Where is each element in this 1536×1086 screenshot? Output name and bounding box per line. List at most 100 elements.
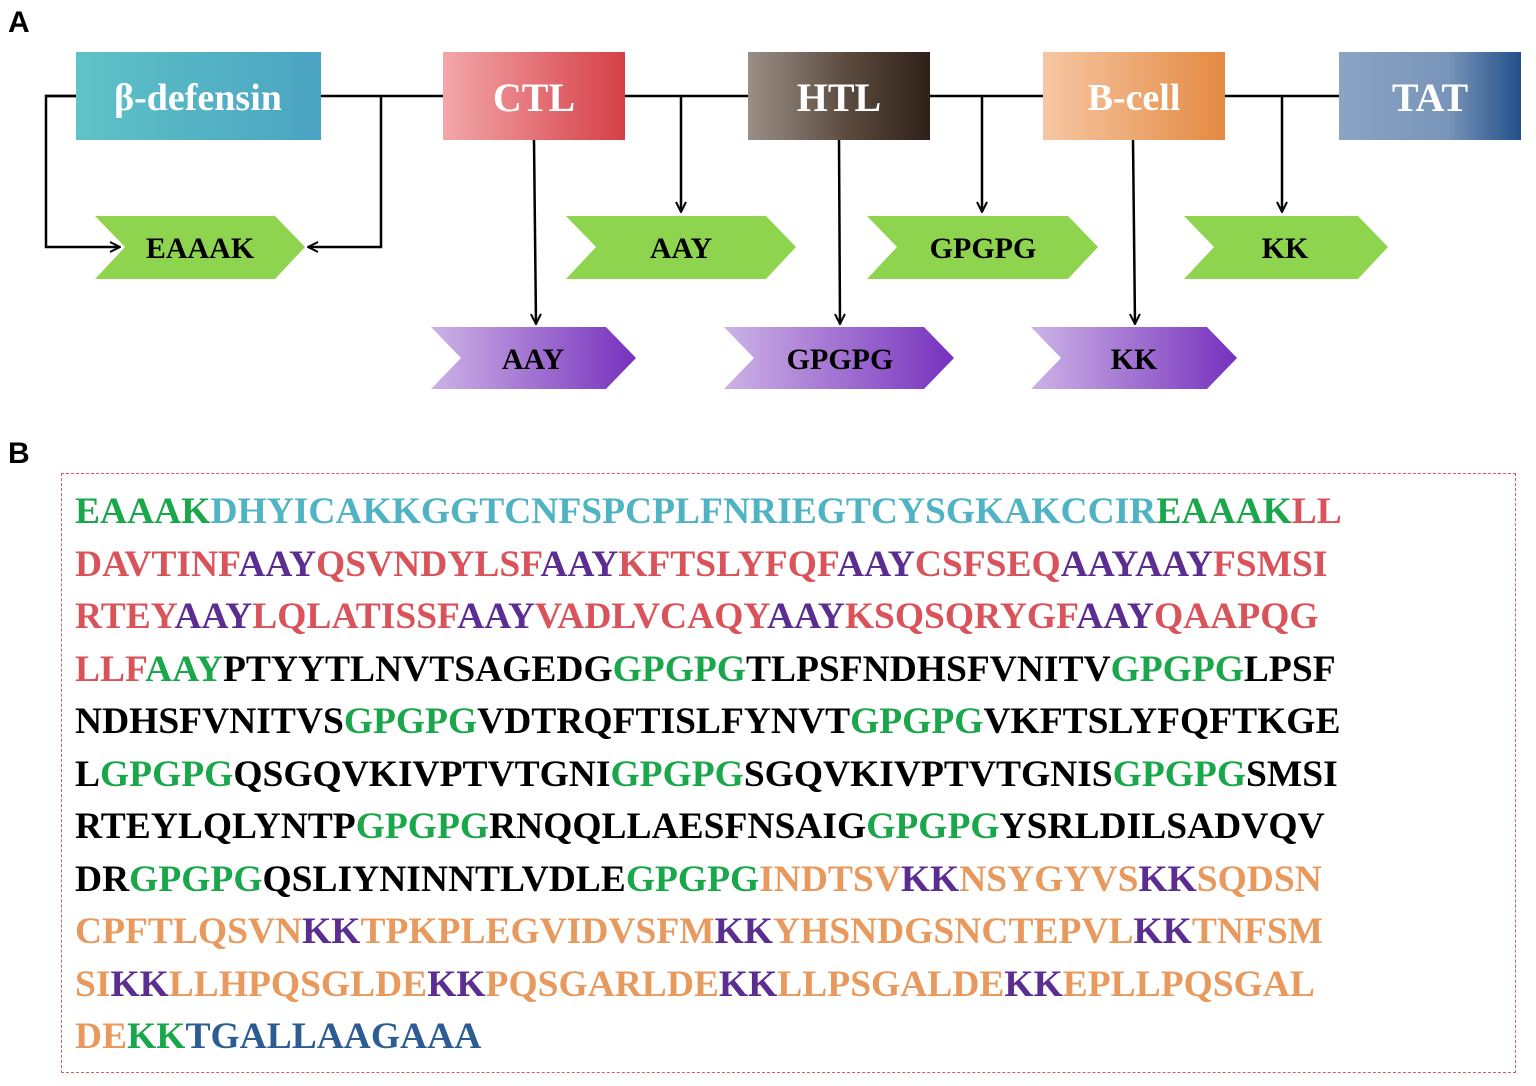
sequence-line: CPFTLQSVNKKTPKPLEGVIDVSFMKKYHSNDGSNCTEPV… [75,906,1505,959]
sequence-segment: CSFSEQ [914,543,1061,585]
construct-bcell-label: B-cell [1088,77,1181,119]
sequence-segment: TLPSFNDHSFVNITV [745,648,1111,690]
sequence-segment: YSRLDILSADVQV [999,806,1325,847]
sequence-segment: SI [75,963,111,1005]
construct-tat: TAT [1339,52,1521,140]
sequence-segment: AAY [540,543,619,585]
sequence-line: RTEYAAYLQLATISSFAAYVADLVCAQYAAYKSQSQRYGF… [75,591,1505,644]
linker-aay-bottom-label: AAY [502,343,565,376]
sequence-segment: KK [427,963,486,1005]
sequence-segment: QSGQVKIVPTVTGNI [233,753,611,795]
construct-ctl: CTL [443,52,625,140]
sequence-line: EAAAKDHYICAKKGGTCNFSPCPLFNRIEGTCYSGKAKCC… [75,486,1505,539]
linker-aay-bottom: AAY [431,327,636,389]
sequence-segment: TGALLAAGAAA [185,1016,482,1057]
sequence-line: DRGPGPGQSLIYNINNTLVDLEGPGPGINDTSVKKNSYGY… [75,854,1505,907]
sequence-segment: LPSF [1243,648,1336,690]
sequence-segment: GPGPG [612,648,746,690]
sequence-segment: GPGPG [850,701,984,742]
sequence-segment: KFTSLYFQF [618,543,837,585]
sequence-segment: NSYGYVS [959,858,1139,900]
sequence-segment: KK [110,963,169,1005]
sequence-segment: PQSGARLDE [485,963,719,1005]
arrow-defensin-left [44,94,120,247]
construct-htl: HTL [748,52,930,140]
sequence-segment: GPGPG [625,858,760,900]
vaccine-sequence: EAAAKDHYICAKKGGTCNFSPCPLFNRIEGTCYSGKAKCC… [75,486,1505,1064]
sequence-segment: SQDSN [1196,858,1322,900]
sequence-segment: GPGPG [1110,648,1244,690]
sequence-segment: KK [718,963,778,1005]
sequence-line: LLFAAYPTYYTLNVTSAGEDGGPGPGTLPSFNDHSFVNIT… [75,644,1505,697]
sequence-segment: AAY [174,596,253,637]
sequence-segment: DHYICAKKGGTCNFSPCPLFNRIEGTCYSGKAKCCIR [210,491,1157,532]
sequence-segment: GPGPG [866,806,1000,847]
sequence-segment: EPLLPQSGAL [1062,963,1315,1005]
construct-htl-label: HTL [797,75,881,120]
sequence-segment: KSQSQRYGF [844,596,1077,637]
panel-label-b: B [8,437,30,470]
sequence-segment: NDHSFVNITVS [75,701,344,742]
sequence-segment: SGQVKIVPTVTGNIS [743,753,1113,795]
arrow-defensin-right [308,96,383,247]
sequence-segment: VDTRQFTISLFYNVT [477,701,851,742]
linker-gpgpg-top-label: GPGPG [930,232,1037,265]
sequence-segment: LLHPQSGLDE [168,963,428,1005]
sequence-segment: QSVNDYLSF [316,543,541,585]
sequence-segment: RTEY [75,596,175,637]
linker-gpgpg-bottom: GPGPG [724,327,954,389]
sequence-segment: AAY [1076,596,1155,637]
sequence-segment: L [75,753,101,795]
sequence-line: DEKKTGALLAAGAAA [75,1011,1505,1064]
sequence-line: LGPGPGQSGQVKIVPTVTGNIGPGPGSGQVKIVPTVTGNI… [75,749,1505,802]
sequence-segment: KK [1004,963,1063,1005]
sequence-segment: SMSI [1246,753,1338,795]
sequence-segment: KK [127,1016,186,1057]
linker-gpgpg-bottom-label: GPGPG [787,343,894,376]
sequence-segment: AAY [767,596,845,637]
sequence-segment: GPGPG [1112,753,1246,795]
sequence-segment: DR [75,858,130,900]
sequence-segment: GPGPG [129,858,263,900]
sequence-segment: CPFTLQSVN [75,911,303,952]
sequence-segment: INDTSV [759,858,901,900]
sequence-segment: EAAAK [1156,491,1292,532]
sequence-segment: EAAAK [75,491,211,532]
arrow-to-kk-bottom [1133,139,1135,324]
linker-eaaak: EAAAK [95,216,305,279]
sequence-segment: KK [714,911,773,952]
linker-kk-bottom-label: KK [1111,343,1158,376]
sequence-segment: QSLIYNINNTLVDLE [262,858,626,900]
sequence-segment: LL [1291,491,1342,532]
construct-bcell: B-cell [1043,52,1225,140]
sequence-segment: QAAPQG [1154,596,1319,637]
sequence-segment: LLF [75,648,146,690]
sequence-line: DAVTINFAAYQSVNDYLSFAAYKFTSLYFQFAAYCSFSEQ… [75,539,1505,592]
sequence-segment: GPGPG [610,753,744,795]
sequence-segment: AAY [238,543,317,585]
sequence-line: NDHSFVNITVSGPGPGVDTRQFTISLFYNVTGPGPGVKFT… [75,696,1505,749]
sequence-segment: LQLATISSF [252,596,458,637]
sequence-segment: GPGPG [343,701,478,742]
sequence-segment: RNQQLLAESFNSAIG [489,806,867,847]
construct-defensin-label: β-defensin [114,77,282,119]
sequence-box: EAAAKDHYICAKKGGTCNFSPCPLFNRIEGTCYSGKAKCC… [61,473,1516,1073]
linker-eaaak-label: EAAAK [146,232,255,265]
sequence-segment: VKFTSLYFQFTKGE [983,701,1341,742]
sequence-segment: AAY [837,543,915,585]
linker-gpgpg-top: GPGPG [867,216,1098,279]
sequence-segment: PTYYTLNVTSAGEDG [222,648,613,690]
sequence-segment: KK [302,911,361,952]
sequence-segment: GPGPG [355,806,490,847]
sequence-segment: VADLVCAQY [535,596,768,637]
linker-kk-bottom: KK [1031,327,1237,389]
sequence-segment: KK [1133,911,1192,952]
sequence-segment: FSMSI [1212,543,1328,585]
linker-kk-top: KK [1184,216,1388,279]
sequence-segment: DAVTINF [75,543,239,585]
sequence-segment: AAY [457,596,535,637]
sequence-segment: AAY [1135,543,1213,585]
sequence-segment: TPKPLEGVIDVSFM [360,911,715,952]
sequence-segment: AAY [1060,543,1136,585]
linker-aay-top-label: AAY [650,232,713,265]
